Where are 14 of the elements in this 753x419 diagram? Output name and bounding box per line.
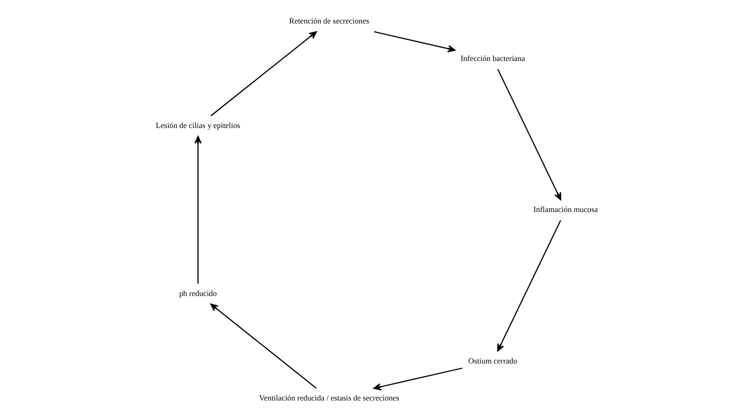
arrow xyxy=(496,68,561,200)
node-text: Infección bacteriana xyxy=(460,53,525,62)
arrow xyxy=(496,220,561,351)
arrow xyxy=(194,135,202,284)
arrow xyxy=(210,30,316,116)
node-text: ph reducido xyxy=(178,288,216,298)
node-text: Ostium cerrado xyxy=(468,356,517,365)
node-text: Lesión de cilias y epitelios xyxy=(155,120,240,130)
arrow xyxy=(210,303,316,388)
arrow xyxy=(374,30,455,52)
node-text: Retención de secreciones xyxy=(288,16,369,26)
node-text: Inflamación mucosa xyxy=(532,204,598,214)
node-text: Ventilación reducida / estasis de secreciones xyxy=(258,393,399,402)
arrow xyxy=(372,367,462,390)
